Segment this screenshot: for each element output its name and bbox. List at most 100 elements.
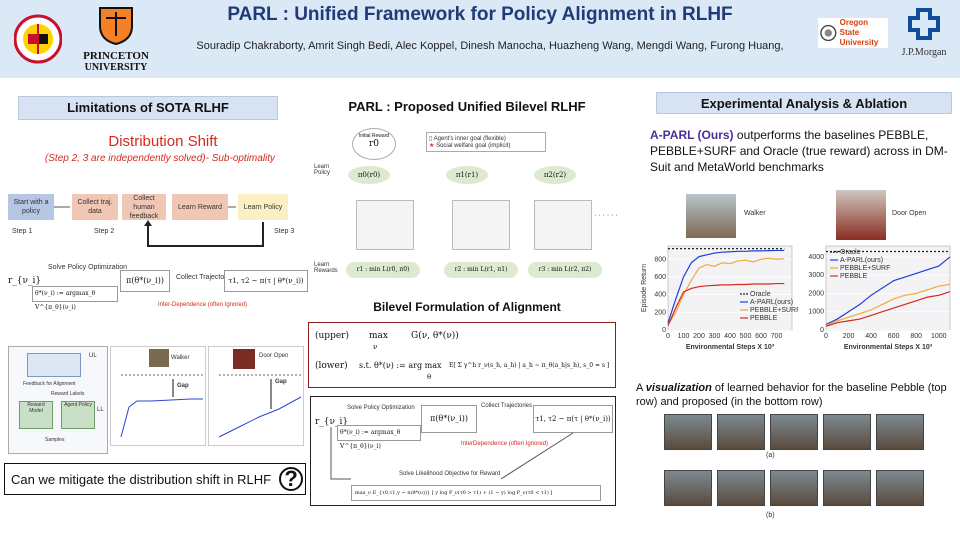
left-optimization-diagram: r_{ν_i} Solve Policy Optimization θ*(ν_i… <box>8 264 308 320</box>
flow-step-label-3: Step 3 <box>274 228 295 235</box>
walker-xlabel: Environmental Steps X 10³ <box>686 344 775 351</box>
umd-seal-icon <box>14 14 62 64</box>
door-xtick: 600 <box>888 333 900 340</box>
jpmorgan-wordmark: J.P.Morgan <box>901 47 947 58</box>
flow-arrows <box>54 206 264 247</box>
door-legend-label-3: PEBBLE <box>840 273 868 280</box>
lower-sub: θ <box>427 373 432 381</box>
walker-xtick: 200 <box>693 333 705 340</box>
agent-policy-label: Agent Policy <box>64 402 92 408</box>
experiment-summary: A-PARL (Ours) outperforms the baselines … <box>650 127 950 175</box>
left-r-label: r_{ν_i} <box>8 276 42 286</box>
door-ytick: 3000 <box>808 272 824 279</box>
door-xlabel: Environmental Steps X 10³ <box>844 344 933 351</box>
left-theta-box: θ*(ν_i) := argmax_θ V^{π_θ}(ν_i) <box>32 286 118 311</box>
door-series-2 <box>825 283 951 326</box>
pebble-frame-5 <box>876 414 924 450</box>
ul-label: UL <box>89 353 97 359</box>
door-ytick: 4000 <box>808 254 824 261</box>
feedback-label: Feedback for Alignment <box>23 381 76 387</box>
door-legend-label-1: A-PARL(ours) <box>840 257 883 264</box>
door-ytick: 0 <box>820 327 824 334</box>
umd-logo <box>14 6 62 72</box>
summary-rest: outperforms the baselines PEBBLE, PEBBLE… <box>650 128 948 174</box>
door-xtick: 1000 <box>931 333 947 340</box>
door-ytick: 1000 <box>808 309 824 316</box>
princeton-shield-icon <box>99 7 133 46</box>
walker-xtick: 400 <box>724 333 736 340</box>
flow-step-start: Start with a policy <box>8 194 54 220</box>
flow-step-label-2: Step 2 <box>94 228 115 235</box>
reward-labels-label: Reward Labels <box>51 391 85 397</box>
upper-objective: G(ν, θ*(ν)) <box>411 331 459 341</box>
walker-series-2 <box>667 257 785 326</box>
mid-theta-box: θ*(ν_i) := argmax_θ V^{π_θ}(ν_i) <box>337 425 421 450</box>
pebble-frame-4 <box>823 414 871 450</box>
walker-xtick: 100 <box>678 333 690 340</box>
walker-series-1 <box>667 249 785 324</box>
feedback-icons <box>27 353 81 377</box>
parl-frame-4 <box>823 470 871 506</box>
left-interdependence-label: Inter-Dependence (often Ignored) <box>158 302 248 308</box>
distribution-shift-heading: Distribution Shift <box>108 133 218 150</box>
left-tau-box: τ1, τ2 ~ π(τ | θ*(ν_i)) <box>224 270 308 292</box>
mid-solve-label: Solve Policy Optimization <box>347 405 415 411</box>
princeton-logo: PRINCETON UNIVERSITY <box>76 4 156 74</box>
flow-step-feedback: Collect human feedback <box>122 194 166 220</box>
mid-interdependence-label: InterDependence (often Ignored) <box>461 441 549 447</box>
left-door-label: Door Open <box>259 353 289 359</box>
samples-label: Samples <box>45 437 65 443</box>
poster-title: PARL : Unified Framework for Policy Alig… <box>227 4 733 25</box>
left-walker-label: Walker <box>171 355 190 361</box>
r1-node: r1 : min L(r0, π0) <box>346 262 420 278</box>
door-xtick: 800 <box>910 333 922 340</box>
walker-ylabel: Episode Return <box>641 264 648 312</box>
distribution-shift-subheading: (Step 2, 3 are independently solved)- Su… <box>44 153 276 164</box>
flow-step-learn-reward: Learn Reward <box>172 194 228 220</box>
door-xtick: 200 <box>843 333 855 340</box>
bilevel-title: Bilevel Formulation of Alignment <box>373 300 561 314</box>
maze-2 <box>452 200 510 250</box>
door-image <box>836 190 886 240</box>
left-pi-box: π(θ*(ν_i)) <box>120 270 170 292</box>
jpmorgan-octagon-icon <box>908 8 940 40</box>
bilevel-iteration-diagram: Initial Reward r0 ▯ Agent's inner goal (… <box>310 124 618 296</box>
osu-logo: Oregon State University <box>818 18 888 48</box>
visualization-caption: A visualization of learned behavior for … <box>636 382 947 408</box>
legend-social: ★ Social welfare goal (implicit) <box>429 143 511 149</box>
walker-ytick: 800 <box>654 256 666 263</box>
middle-banner: PARL : Proposed Unified Bilevel RLHF <box>320 96 614 120</box>
parl-frame-3 <box>770 470 818 506</box>
question-text: Can we mitigate the distribution shift i… <box>11 471 272 487</box>
ll-label: LL <box>97 407 104 413</box>
question-box: Can we mitigate the distribution shift i… <box>4 463 306 495</box>
princeton-line1: PRINCETON <box>83 50 149 62</box>
door-legend-label-0: Oracle <box>840 249 861 256</box>
flow-step-label-1: Step 1 <box>12 228 33 235</box>
walker-xtick: 300 <box>709 333 721 340</box>
legend-inner: ▯ Agent's inner goal (flexible) <box>429 136 506 142</box>
flow-step-learn-policy: Learn Policy <box>238 194 288 220</box>
diagram-legend: ▯ Agent's inner goal (flexible) ★ Social… <box>426 132 546 152</box>
pi0-node: π0(r0) <box>348 166 390 184</box>
left-walker-curves <box>120 374 203 438</box>
mid-collect-label: Collect Trajectories <box>481 403 533 409</box>
parl-frame-1 <box>664 470 712 506</box>
walker-thumb <box>149 349 169 367</box>
walker-legend-label-0: Oracle <box>750 291 771 298</box>
left-walker-gap-plot: Walker Gap <box>110 346 206 446</box>
question-mark-icon: ? <box>279 467 304 491</box>
mid-pi-box: π(θ*(ν_i)) <box>421 405 477 433</box>
lower-st: s.t. θ*(ν) := arg max <box>359 361 442 370</box>
walker-ytick: 200 <box>654 309 666 316</box>
learn-policy-label: Learn Policy <box>314 164 331 176</box>
right-banner: Experimental Analysis & Ablation <box>656 92 952 114</box>
continuation-dots: · · · · · · <box>594 212 618 219</box>
caption-a: (a) <box>766 452 775 459</box>
mid-r-label: r_{ν_i} <box>315 417 349 427</box>
likelihood-label: Solve Likelihood Objective for Reward <box>399 471 501 477</box>
door-ytick: 2000 <box>808 290 824 297</box>
rlhf-flow-diagram: Start with a policy Collect traj. data C… <box>8 188 308 256</box>
